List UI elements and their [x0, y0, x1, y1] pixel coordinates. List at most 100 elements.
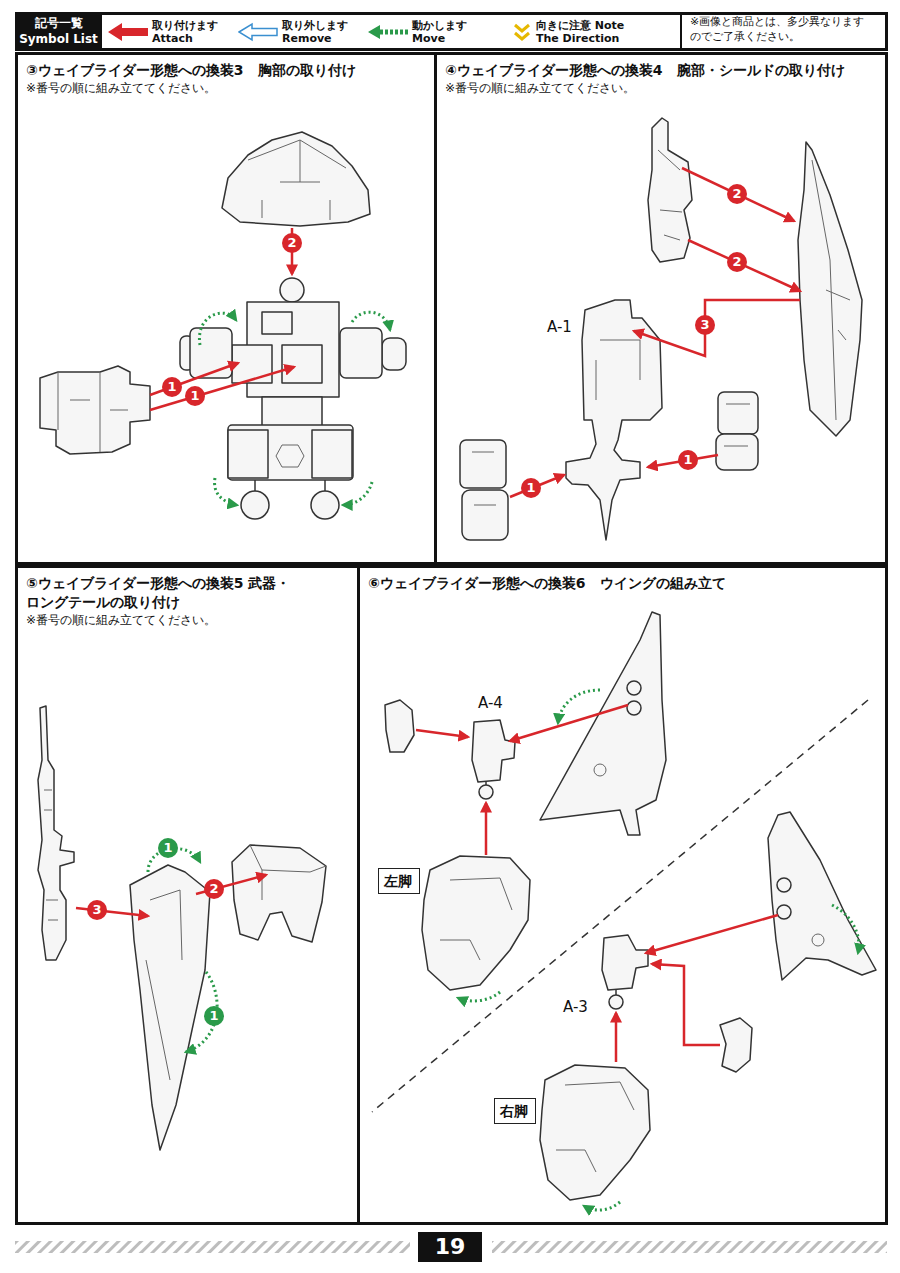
- assembly-arrow: [150, 228, 294, 410]
- step-heading: ⑥ウェイブライダー形態への換装6 ウイングの組み立て: [368, 574, 877, 593]
- disclaimer-note: ※画像と商品とは、多少異なりますのでご了承ください。: [690, 15, 874, 45]
- callout-number: 2: [727, 252, 747, 272]
- arm-shield-assembly: [798, 142, 862, 436]
- wing-assembly: [440, 878, 512, 960]
- chest-assembly: [190, 328, 232, 378]
- arm-shield-assembly: [648, 118, 692, 262]
- chest-assembly: [228, 430, 268, 478]
- callout-number: 2: [282, 233, 302, 253]
- legend-symbol: [512, 22, 532, 42]
- step-note: ※番号の順に組み立ててください。: [445, 80, 877, 97]
- step-panel: ④ウェイブライダー形態への換装4 腕部・シールドの取り付け※番号の順に組み立てて…: [434, 52, 888, 565]
- callout-number: 2: [727, 184, 747, 204]
- move-arrow: [558, 690, 600, 723]
- chest-assembly: [312, 430, 352, 478]
- arm-shield-assembly: [472, 452, 496, 505]
- assembly-arrow: [150, 367, 294, 410]
- chest-assembly: [58, 372, 128, 452]
- wing-assembly: [540, 1065, 650, 1200]
- step-panel: ⑥ウェイブライダー形態への換装6 ウイングの組み立て左脚右脚: [357, 565, 888, 1225]
- chest-assembly: [248, 140, 346, 220]
- chest-assembly: [280, 278, 304, 302]
- legend-symbol: [108, 23, 148, 41]
- wing-assembly: [777, 905, 791, 919]
- chest-assembly: [222, 132, 370, 226]
- chest-assembly: [324, 480, 326, 492]
- step-heading: ③ウェイブライダー形態への換装3 胸部の取り付け: [26, 61, 426, 80]
- callout-number: 2: [204, 879, 224, 899]
- part-tag-text: 左脚: [384, 872, 412, 890]
- part-number: A-4: [477, 694, 504, 712]
- wing-assembly: [540, 612, 666, 835]
- assembly-arrow: [634, 300, 800, 356]
- callout-number: 3: [695, 315, 715, 335]
- step-heading: ④ウェイブライダー形態への換装4 腕部・シールドの取り付け: [445, 61, 877, 80]
- step-panel: ③ウェイブライダー形態への換装3 胸部の取り付け※番号の順に組み立ててください。: [15, 52, 437, 565]
- wing-assembly: [627, 701, 641, 715]
- assembly-arrow: [416, 705, 778, 1062]
- legend-item: 向きに注意 Note The Direction: [512, 16, 636, 48]
- chest-assembly: [262, 312, 292, 334]
- assembly-arrow: [485, 803, 488, 855]
- assembly-arrow: [688, 240, 800, 291]
- part-tag: 右脚: [494, 1098, 536, 1124]
- wing-assembly: [777, 878, 791, 892]
- page-number: 19: [418, 1232, 482, 1262]
- weapon-tail-assembly: [146, 890, 182, 1080]
- legend-item: 取り付けます Attach: [108, 16, 226, 48]
- wing-assembly: [385, 700, 414, 752]
- part-tag-text: 右脚: [500, 1102, 528, 1120]
- chest-assembly: [228, 425, 353, 480]
- arm-shield-assembly: [716, 434, 758, 470]
- weapon-tail-assembly: [38, 706, 74, 960]
- move-arrow: [343, 482, 372, 505]
- callout-number: 1: [162, 377, 182, 397]
- weapon-tail-assembly: [130, 865, 210, 1150]
- legend-symbol: [239, 24, 277, 40]
- symbol-list-title: 記号一覧 Symbol List: [15, 12, 102, 50]
- legend-symbol: [108, 22, 148, 42]
- footer-hatch: [492, 1241, 887, 1253]
- callout-number: 1: [521, 478, 541, 498]
- legend-symbol: [368, 22, 408, 42]
- arm-shield-assembly: [462, 490, 508, 540]
- legend-text: 動かします Move: [412, 19, 486, 45]
- chest-assembly: [382, 338, 406, 370]
- weapon-tail-assembly: [38, 706, 326, 1150]
- wing-assembly: [472, 720, 515, 782]
- assembly-arrow: [652, 964, 720, 1045]
- wing-assembly: [556, 1082, 634, 1172]
- arm-shield-assembly: [460, 118, 862, 540]
- wing-assembly: [768, 812, 876, 980]
- arm-shield-assembly: [812, 160, 850, 420]
- assembly-arrow: [416, 730, 468, 737]
- legend-text: 向きに注意 Note The Direction: [536, 19, 636, 45]
- arm-shield-assembly: [718, 392, 758, 434]
- step-panel: ⑤ウェイブライダー形態への換装5 武器・ロングテールの取り付け※番号の順に組み立…: [15, 565, 360, 1225]
- arm-shield-assembly: [658, 150, 682, 240]
- part-tag: 左脚: [378, 868, 420, 894]
- wing-assembly: [422, 856, 530, 990]
- arm-shield-assembly: [724, 404, 750, 446]
- assembly-arrow: [615, 1013, 618, 1062]
- part-number: A-3: [562, 998, 589, 1016]
- assembly-arrow: [510, 475, 564, 497]
- chest-assembly: [282, 345, 322, 383]
- legend-symbol: [515, 33, 529, 39]
- assembly-arrow: [510, 168, 800, 497]
- chest-assembly: [276, 445, 304, 467]
- callout-number: 1: [185, 386, 205, 406]
- part-number: A-1: [546, 318, 573, 336]
- legend-text: 取り外します Remove: [282, 19, 356, 45]
- wing-assembly: [812, 934, 824, 946]
- chest-assembly: [340, 328, 382, 378]
- legend-symbol: [380, 30, 408, 35]
- move-arrow: [215, 478, 237, 505]
- arm-shield-assembly: [596, 340, 640, 400]
- step-note: ※番号の順に組み立ててください。: [26, 80, 426, 97]
- assembly-arrow: [682, 168, 794, 221]
